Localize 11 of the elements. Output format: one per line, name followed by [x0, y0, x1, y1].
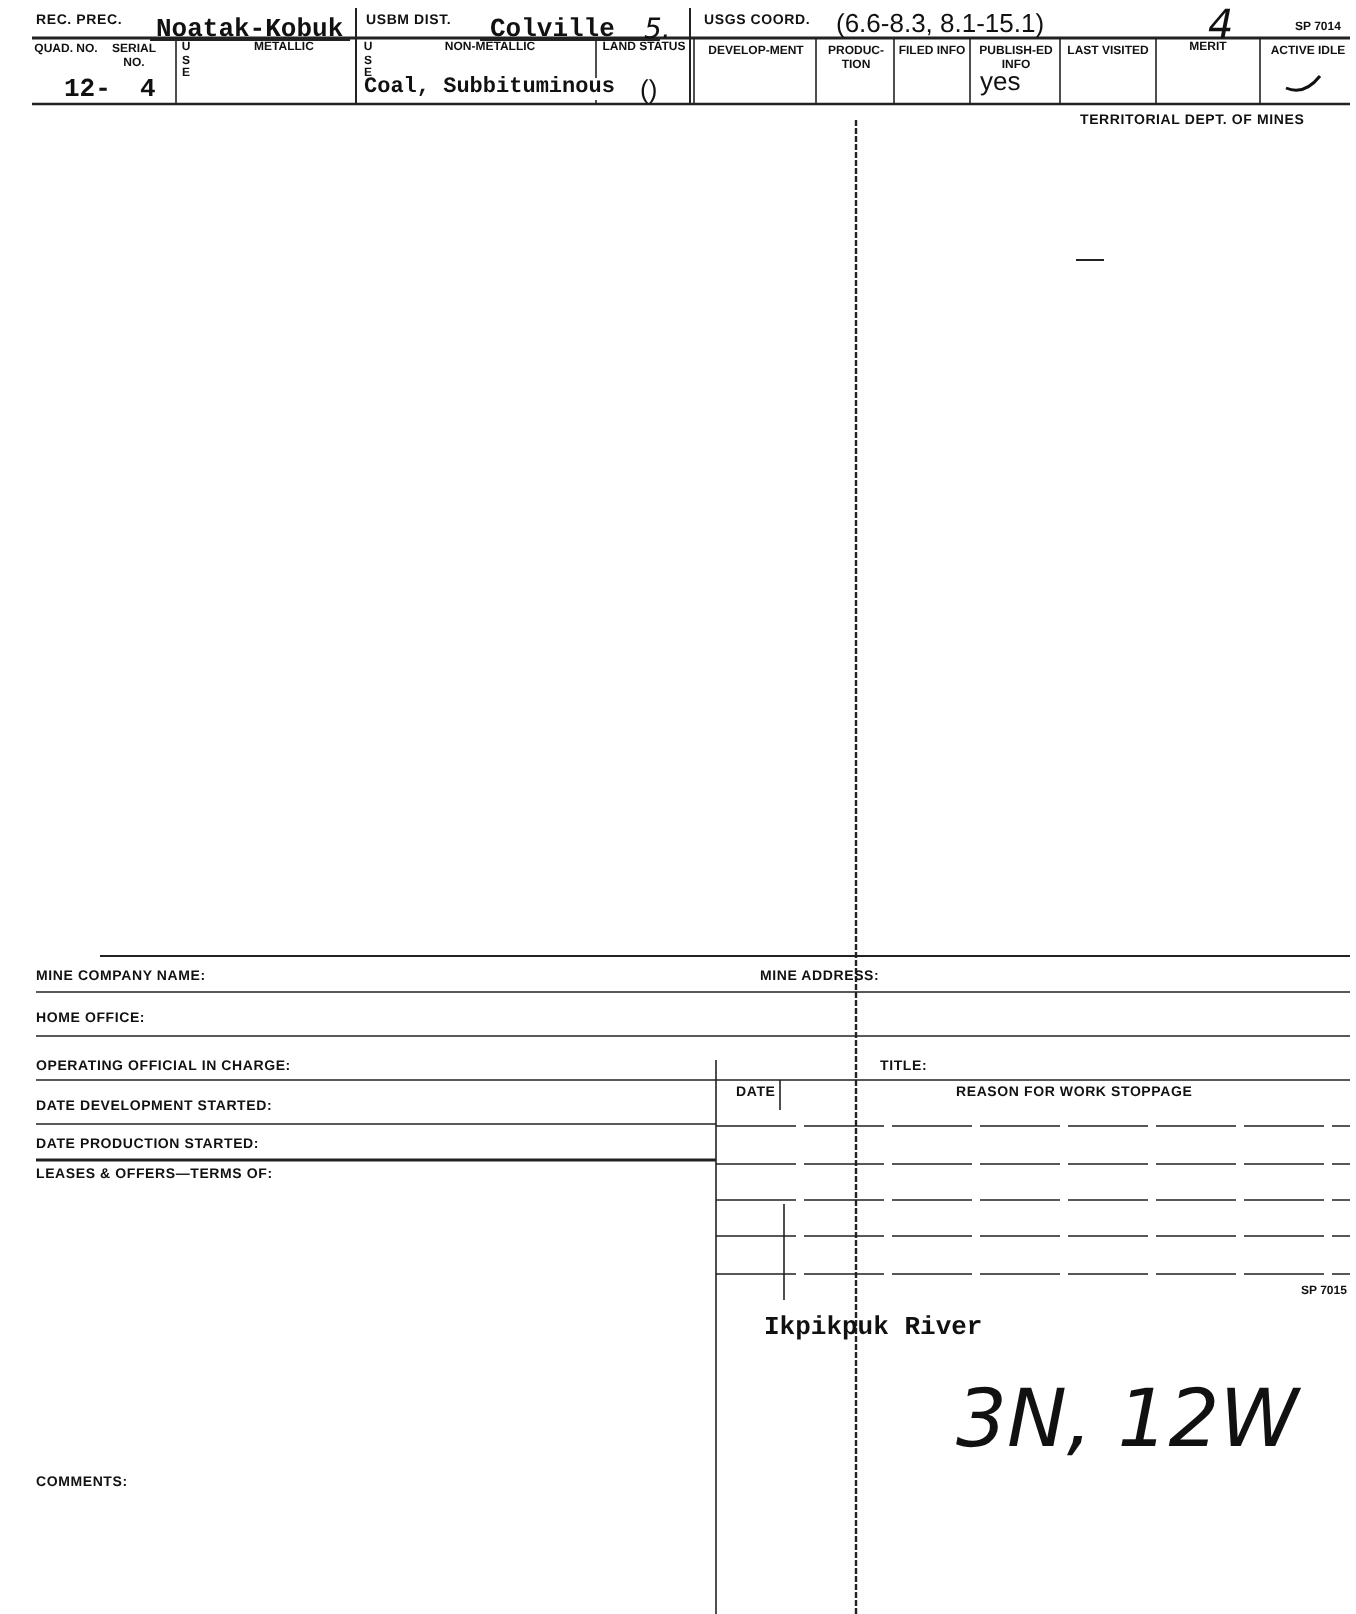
handwritten-note: 3N, 12W — [956, 1380, 1299, 1460]
field-value: Colville — [490, 16, 615, 42]
field-value: (6.6-8.3, 8.1-15.1) — [836, 10, 1045, 36]
table-cell: 4 — [140, 76, 156, 102]
table-cell: yes — [980, 68, 1021, 94]
handwritten-note: 4 — [1208, 4, 1234, 44]
table-cell: 12- — [64, 76, 111, 102]
table-cell: () — [640, 76, 658, 102]
table-cell: Coal, Subbituminous — [364, 78, 615, 100]
typed-note: Ikpikpuk River — [764, 1314, 983, 1340]
field-value: Noatak-Kobuk — [156, 16, 344, 42]
